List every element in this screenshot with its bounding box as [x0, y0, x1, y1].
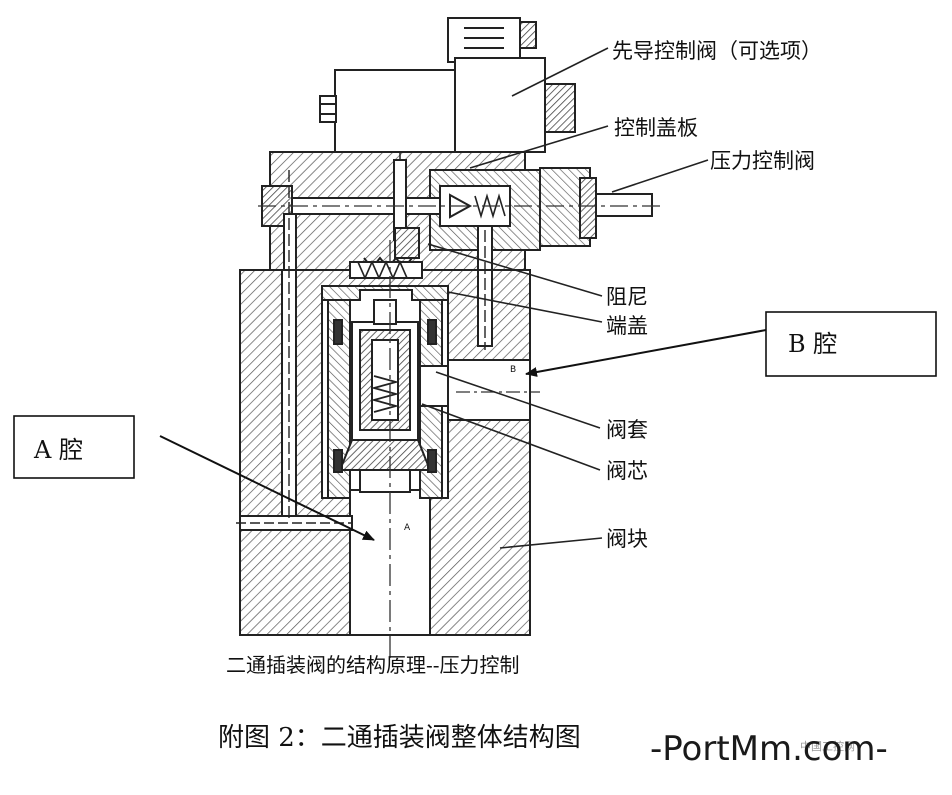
figure-caption: 附图 2：二通插装阀整体结构图 — [218, 723, 581, 753]
cartridge-assembly — [321, 256, 449, 499]
watermark: 中国工控网 -PortMm.com- — [650, 729, 888, 769]
center-lines — [258, 205, 665, 660]
pilot-solenoid-valve — [319, 17, 576, 153]
watermark-faint-text: 中国工控网 — [800, 739, 855, 753]
label-pressure-valve: 压力控制阀 — [710, 149, 815, 173]
label-end-cap: 端盖 — [606, 314, 648, 338]
label-control-cover: 控制盖板 — [614, 116, 698, 140]
label-block: 阀块 — [606, 527, 648, 551]
a-chamber-label: A 腔 — [33, 436, 83, 464]
b-chamber-arrow — [525, 329, 767, 377]
port-b-letter: B — [510, 365, 516, 375]
label-spool: 阀芯 — [606, 459, 648, 483]
a-chamber-box: A 腔 — [13, 415, 135, 479]
watermark-text: -PortMm.com- — [650, 729, 888, 769]
label-sleeve: 阀套 — [606, 418, 648, 442]
port-a-letter: A — [404, 523, 411, 533]
leader-lines — [421, 47, 709, 549]
control-cover-plate — [261, 151, 653, 271]
b-chamber-label: B 腔 — [788, 330, 837, 358]
a-chamber-arrow — [159, 435, 375, 541]
diagram-subtitle: 二通插装阀的结构原理--压力控制 — [226, 653, 520, 677]
label-pilot-valve: 先导控制阀（可选项） — [612, 39, 822, 63]
label-damper: 阻尼 — [606, 285, 648, 309]
b-chamber-box: B 腔 — [765, 311, 937, 377]
